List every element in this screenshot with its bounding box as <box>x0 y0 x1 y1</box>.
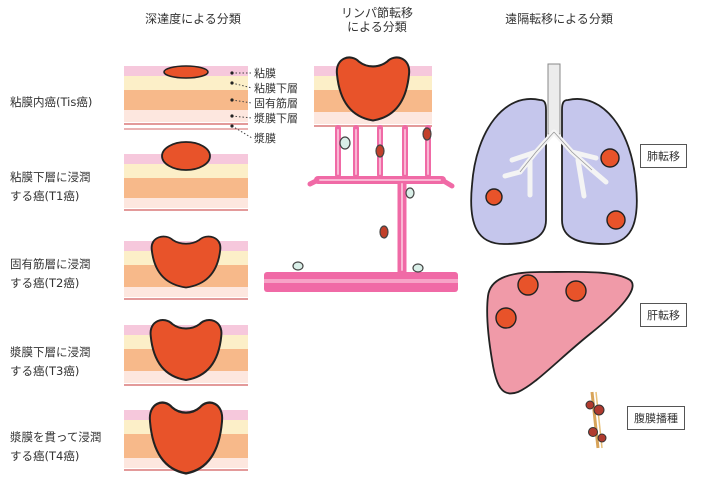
wall-stage-t3 <box>124 320 248 385</box>
lung-metastasis-1 <box>486 189 502 205</box>
lymph-cells <box>293 128 431 272</box>
lung-metastasis-2 <box>601 149 619 167</box>
lung-metastasis-3 <box>607 211 625 229</box>
tumor-tis <box>164 66 208 78</box>
lungs <box>471 64 637 244</box>
liver <box>487 272 632 394</box>
liver-metastasis-3 <box>496 308 516 328</box>
wall-stage-t4 <box>124 403 248 474</box>
liver-metastasis-1 <box>518 275 538 295</box>
wall-stage-t2 <box>124 237 248 300</box>
tumor-t1 <box>162 142 210 170</box>
peritoneal-dissemination <box>586 392 606 448</box>
wall-stage-tis <box>124 66 252 138</box>
liver-metastasis-2 <box>566 281 586 301</box>
wall-stage-t1 <box>124 142 248 210</box>
